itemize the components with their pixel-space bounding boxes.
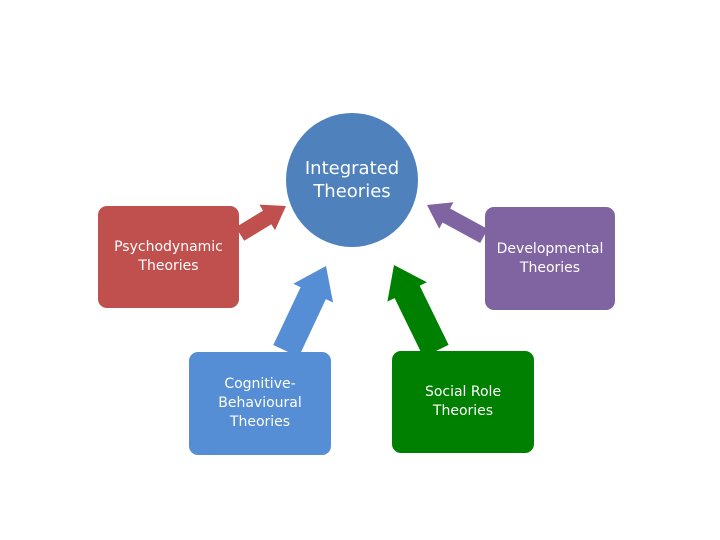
cognitive-behavioural-theories-node: Cognitive- Behavioural Theories — [189, 352, 331, 455]
arrow-psychodynamic-to-integrated — [235, 204, 286, 241]
cognitive-label-line-2: Behavioural — [218, 395, 302, 411]
developmental-theories-node: Developmental Theories — [485, 207, 615, 310]
cognitive-label-line-1: Cognitive- — [224, 376, 296, 392]
developmental-label-line-2: Theories — [519, 259, 581, 276]
social-role-label-line-2: Theories — [432, 403, 494, 419]
arrow-social-role-to-integrated — [387, 265, 449, 358]
social-role-label-line-1: Social Role — [424, 384, 502, 400]
psychodynamic-label-line-2: Theories — [138, 258, 199, 274]
cognitive-label-line-3: Theories — [229, 414, 291, 430]
integrated-label-line-2: Theories — [313, 181, 391, 202]
integrated-theories-node: Integrated Theories — [286, 113, 418, 247]
psychodynamic-theories-node: Psychodynamic Theories — [98, 206, 239, 308]
arrow-developmental-to-integrated — [427, 202, 488, 243]
social-role-theories-node: Social Role Theories — [392, 351, 534, 453]
psychodynamic-label-line-1: Psychodynamic — [114, 239, 223, 255]
developmental-label-line-1: Developmental — [496, 240, 604, 257]
arrow-cognitive-behavioural-to-integrated — [273, 266, 334, 357]
integrated-label-line-1: Integrated — [304, 158, 400, 179]
